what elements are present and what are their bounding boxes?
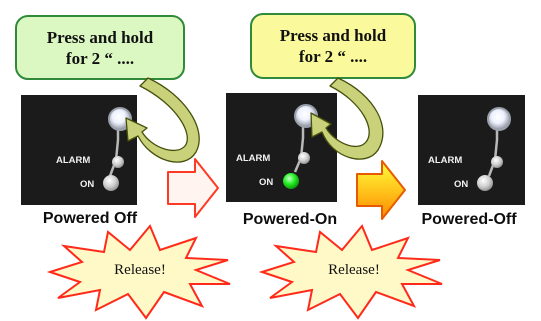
on-led-icon (477, 175, 493, 191)
burst-1-shape (46, 224, 231, 320)
alarm-led-icon (491, 156, 503, 168)
alarm-led-icon (112, 156, 124, 168)
panel-3-bg (418, 95, 525, 205)
hook-arrow-1-shape (125, 77, 200, 163)
hook-arrow-2-shape (310, 77, 384, 160)
next-arrow-1-icon (167, 158, 219, 218)
next-arrow-2-icon (356, 160, 406, 220)
callout-2-box (250, 13, 416, 79)
on-led-green-icon (283, 173, 299, 189)
on-label: ON (80, 179, 94, 190)
callout-1-box (15, 15, 185, 80)
hook-arrow-2 (310, 77, 384, 160)
panel-1: ALARM ON (21, 95, 137, 205)
burst-1-label: Release! (114, 262, 166, 278)
callout-1-line2: for 2 “ .... (66, 49, 134, 68)
panel-1-connector (108, 128, 120, 177)
callout-2-line1: Press and hold (280, 26, 387, 45)
caption-3: Powered-Off (421, 211, 517, 228)
panel-3-connector (487, 128, 499, 177)
on-label: ON (259, 177, 273, 188)
callout-1: Press and hold for 2 “ .... (15, 15, 185, 80)
callout-2-line2: for 2 “ .... (299, 47, 367, 66)
callout-2: Press and hold for 2 “ .... (250, 13, 416, 79)
callout-1-line1: Press and hold (47, 28, 154, 47)
burst-2-shape (258, 224, 443, 320)
on-led-icon (103, 175, 119, 191)
on-label: ON (454, 179, 468, 190)
alarm-label: ALARM (236, 153, 270, 164)
panel-3: ALARM ON (418, 95, 525, 205)
caption-1: Powered Off (43, 210, 138, 227)
burst-2-label: Release! (328, 262, 380, 278)
alarm-label: ALARM (56, 155, 90, 166)
power-button-icon (487, 107, 511, 131)
panel-2: ALARM ON (226, 93, 337, 202)
panel-2-connector (293, 125, 305, 173)
power-button-icon (108, 107, 132, 131)
hook-arrow-1 (125, 77, 200, 163)
alarm-led-icon (298, 152, 310, 164)
burst-1: Release! (46, 224, 231, 320)
panel-2-bg (226, 93, 337, 202)
alarm-label: ALARM (428, 155, 462, 166)
burst-2: Release! (258, 224, 443, 320)
caption-2: Powered-On (243, 211, 337, 228)
